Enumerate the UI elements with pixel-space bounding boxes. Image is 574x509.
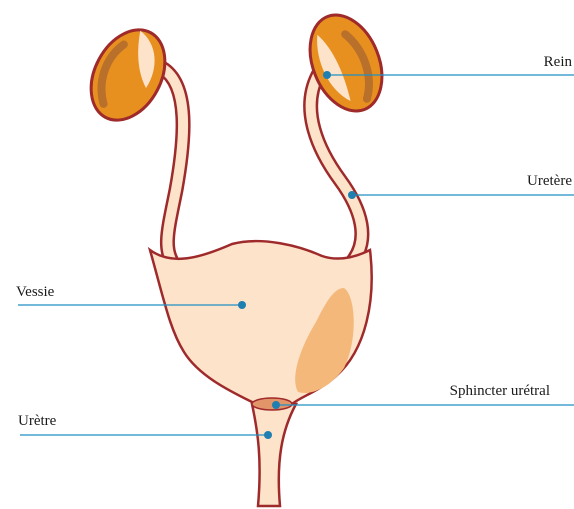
label-uretere: Uretère (527, 173, 572, 189)
left-kidney (76, 17, 179, 133)
urethral-sphincter (252, 398, 292, 410)
dot-sphincter (272, 401, 280, 409)
label-sphincter: Sphincter urétral (450, 383, 550, 399)
dot-rein (323, 71, 331, 79)
label-uretre: Urètre (18, 413, 57, 429)
label-vessie: Vessie (16, 284, 55, 300)
dot-vessie (238, 301, 246, 309)
label-rein: Rein (544, 54, 573, 70)
dot-uretere (348, 191, 356, 199)
urethra (252, 404, 296, 506)
dot-uretre (264, 431, 272, 439)
